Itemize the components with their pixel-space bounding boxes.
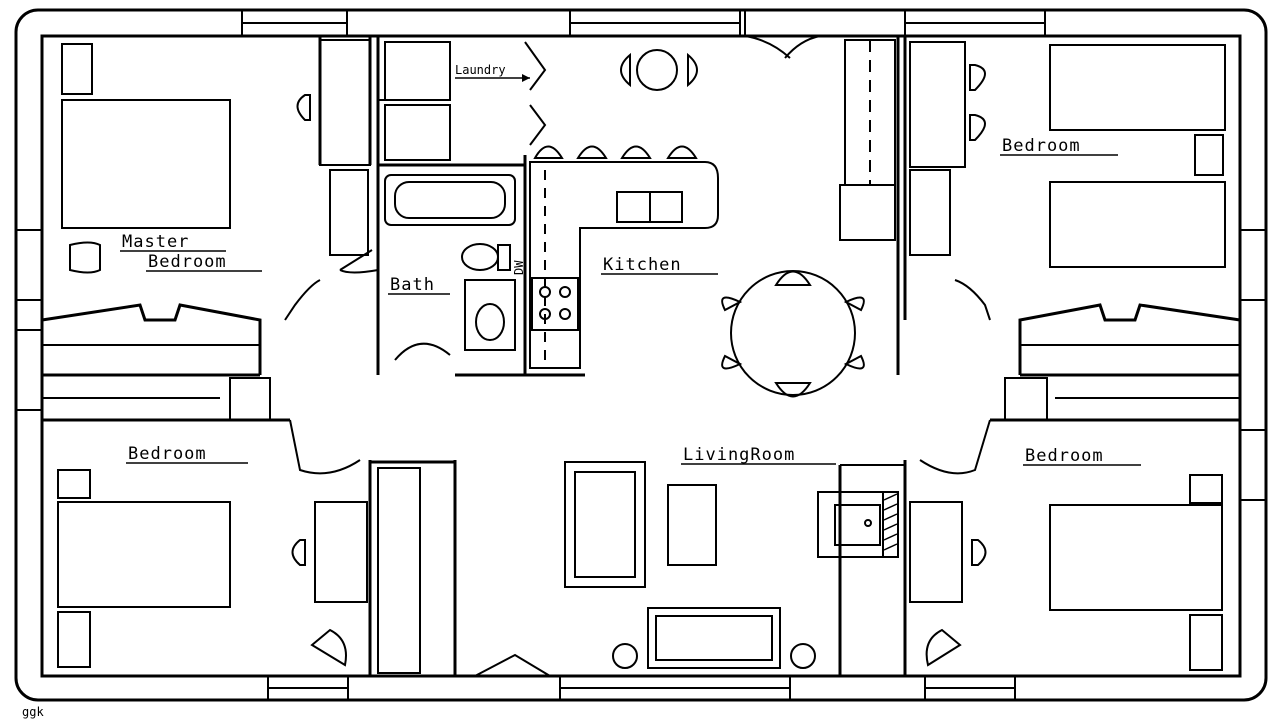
label-living-room: LivingRoom — [683, 445, 795, 465]
signature: ggk — [22, 705, 44, 719]
entry-door-top — [744, 10, 821, 59]
bed-ne — [1049, 181, 1226, 268]
breakfast-table — [620, 49, 698, 91]
coffee-table — [667, 484, 717, 566]
bed-sw — [57, 501, 231, 608]
label-bedroom-ne: Bedroom — [1002, 136, 1081, 156]
entry-door-bottom — [474, 653, 551, 677]
label-bedroom-sw: Bedroom — [128, 444, 207, 464]
bath-fixtures — [339, 174, 516, 361]
room-labels: Laundry Master Bedroom Bath Kitchen Bedr… — [120, 63, 1141, 466]
sofa — [564, 461, 646, 588]
stove — [531, 277, 579, 331]
living-room-furniture — [564, 461, 899, 669]
master-bedroom-furniture — [61, 43, 369, 274]
exterior-walls — [14, 8, 1268, 702]
label-master-line2: Bedroom — [148, 252, 227, 272]
kitchen-counter — [529, 145, 719, 369]
bathtub — [384, 174, 516, 226]
bedroom-se-furniture — [909, 474, 1223, 671]
label-kitchen: Kitchen — [603, 255, 682, 275]
bedroom-ne-furniture — [969, 44, 1226, 268]
label-bath: Bath — [390, 275, 435, 295]
interior-walls — [41, 36, 1241, 676]
loveseat — [647, 607, 781, 669]
bedroom-sw-furniture — [57, 469, 368, 668]
bath-toilet — [461, 243, 499, 271]
dishwasher-mark: DW — [512, 260, 526, 275]
dining-table — [721, 270, 865, 398]
bath-sink — [464, 279, 516, 351]
label-master-line1: Master — [122, 232, 189, 252]
bed-se — [1049, 504, 1223, 611]
laundry-doors — [455, 41, 547, 146]
label-laundry: Laundry — [455, 63, 506, 77]
windows — [15, 9, 1267, 701]
label-bedroom-se: Bedroom — [1025, 446, 1104, 466]
master-bed — [61, 99, 231, 229]
